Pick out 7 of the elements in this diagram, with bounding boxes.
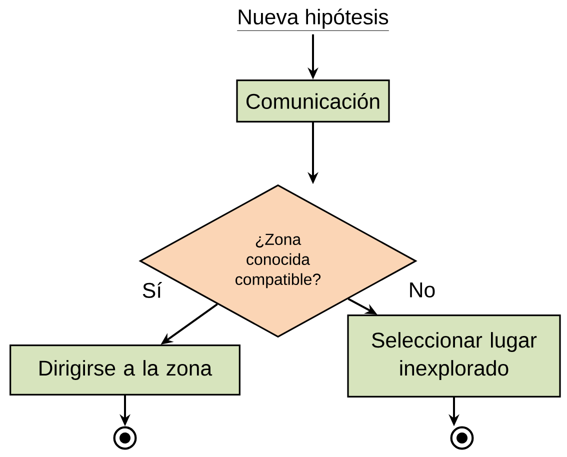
process-box: Comunicación bbox=[236, 80, 390, 122]
end-node bbox=[113, 426, 137, 450]
end-node bbox=[450, 426, 474, 450]
process-box: Dirigirse a la zona bbox=[10, 344, 240, 396]
heading-text: Nueva hipótesis bbox=[236, 8, 390, 31]
edge-label: Sí bbox=[140, 280, 164, 300]
process-box: Seleccionar lugar inexplorado bbox=[347, 314, 561, 398]
